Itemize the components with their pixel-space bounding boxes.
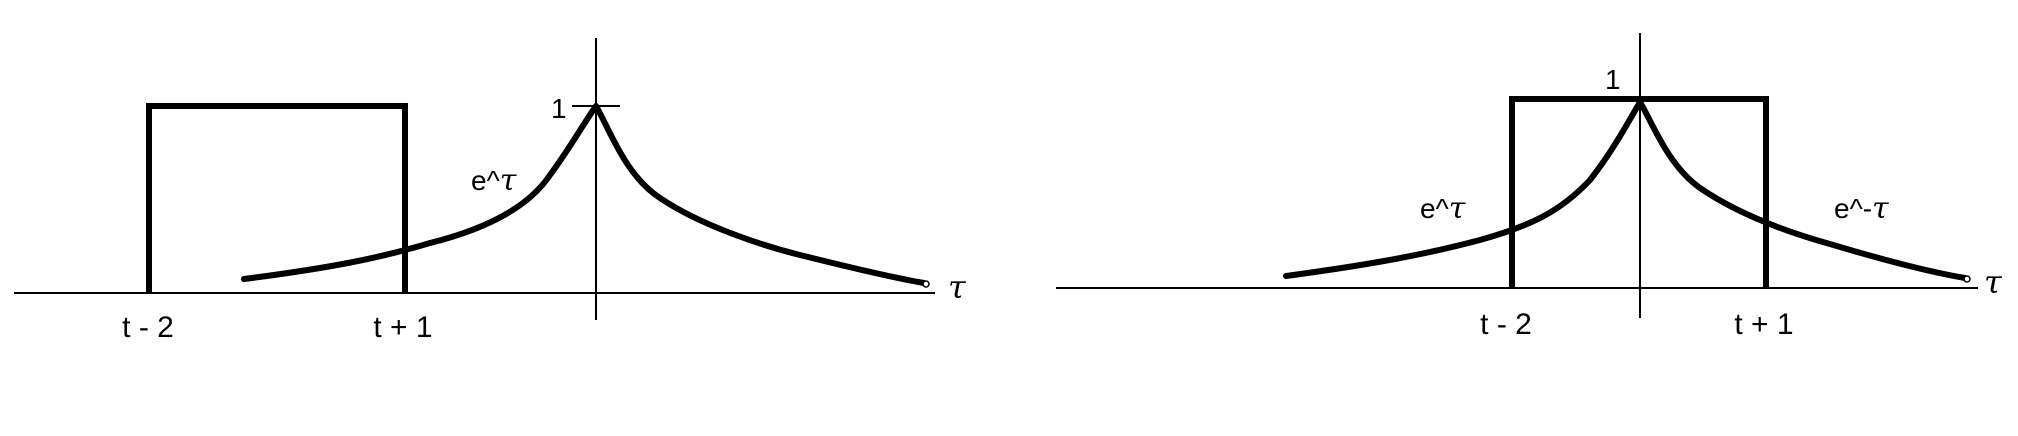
left-tick-label-t-plus-1: t + 1 xyxy=(373,311,432,344)
left-rectangle-pulse xyxy=(146,103,408,293)
right-exponential-curve xyxy=(1283,99,1968,281)
right-curve-end-marker xyxy=(1963,275,1971,283)
left-axis-label-tau: τ xyxy=(948,268,967,306)
left-panel: 1 e^τ t - 2 t + 1 τ xyxy=(14,38,967,344)
left-curve-label: e^τ xyxy=(471,163,517,198)
right-tick-label-t-minus-2: t - 2 xyxy=(1480,308,1532,341)
right-one-label: 1 xyxy=(1605,64,1621,95)
right-right-curve-label: e^-τ xyxy=(1834,191,1889,226)
right-left-curve-label: e^τ xyxy=(1420,191,1466,226)
left-tick-label-t-minus-2: t - 2 xyxy=(122,311,174,344)
left-one-label: 1 xyxy=(551,93,567,124)
right-axis-label-tau: τ xyxy=(1984,263,2003,301)
right-tick-label-t-plus-1: t + 1 xyxy=(1734,308,1793,341)
left-exponential-curve xyxy=(241,103,927,286)
right-panel: 1 e^τ e^-τ t - 2 t + 1 τ xyxy=(1056,33,2003,341)
right-rectangle-pulse xyxy=(1509,96,1769,288)
left-curve-end-marker xyxy=(922,280,930,288)
